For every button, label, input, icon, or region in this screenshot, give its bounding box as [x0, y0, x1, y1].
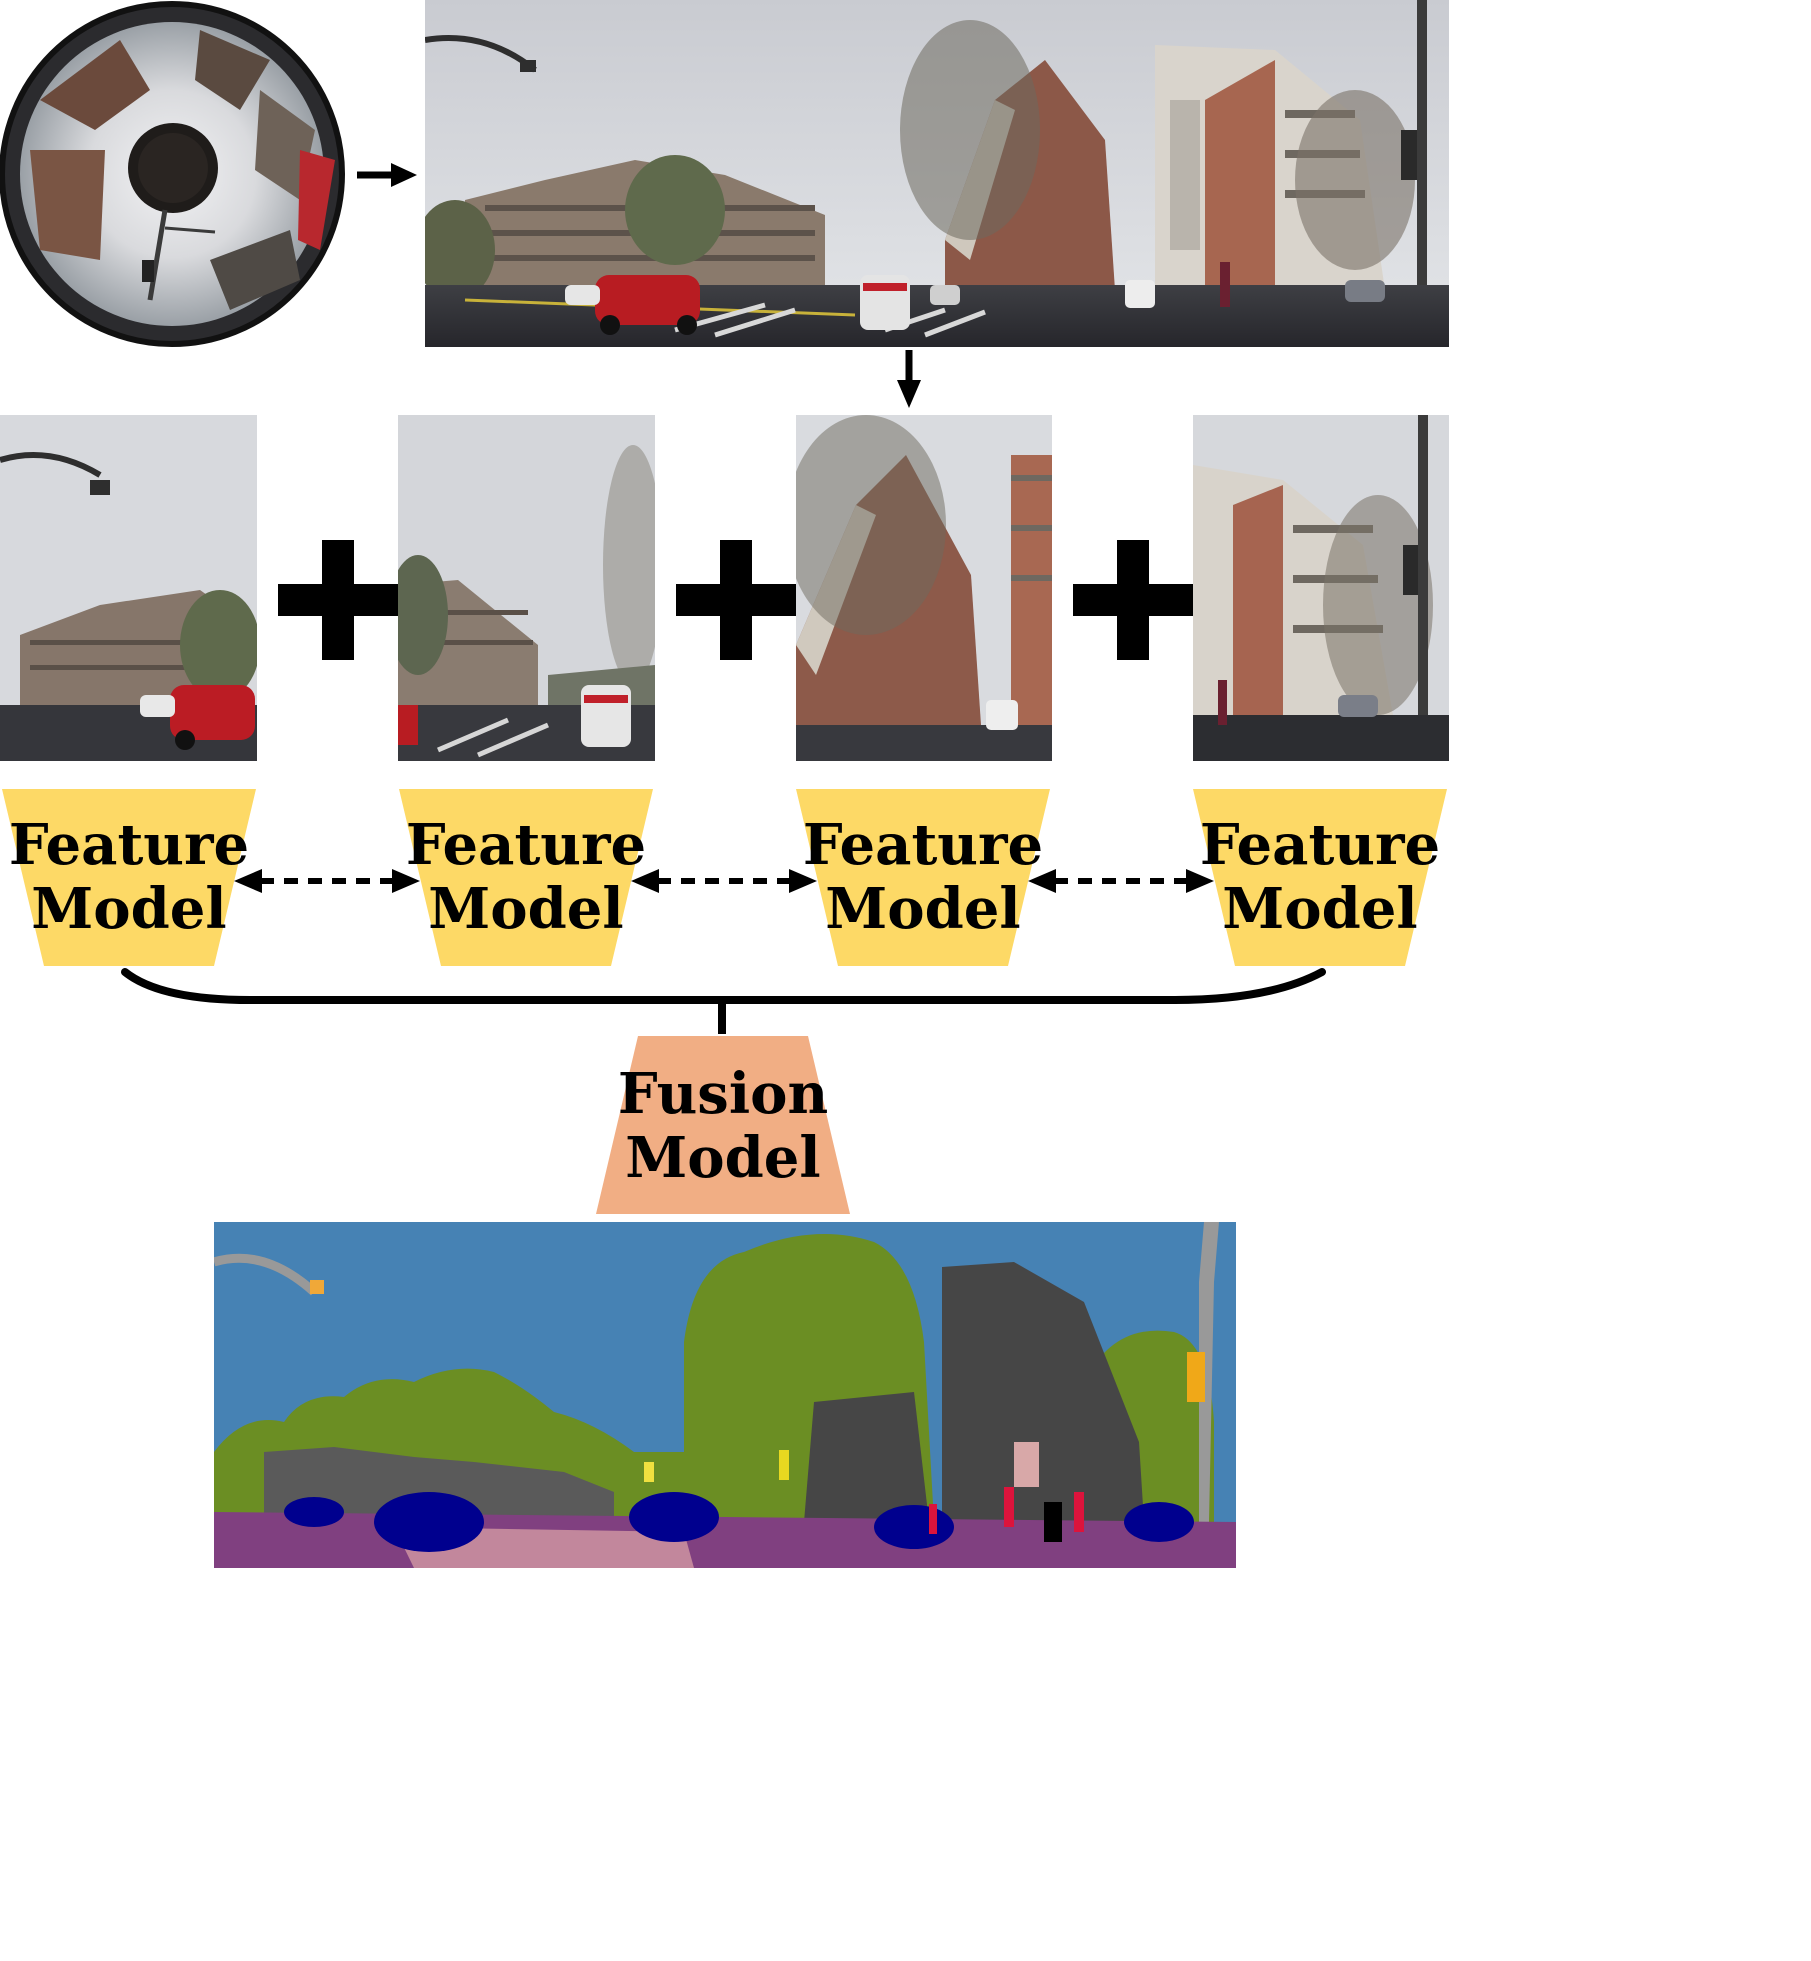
- feature-model-label-line2: Model: [825, 876, 1021, 942]
- fusion-model-label-line1: Fusion: [617, 1061, 829, 1127]
- dashed-double-arrow-icon-2: [631, 869, 817, 893]
- feature-model-label-line2: Model: [1222, 876, 1418, 942]
- feature-model-label-line1: Feature: [802, 812, 1044, 878]
- feature-model-box-2: Feature Model: [399, 789, 653, 966]
- merge-brace: [121, 968, 1326, 1034]
- dashed-double-arrow-icon-3: [1028, 869, 1214, 893]
- plus-icon-1: [278, 540, 398, 660]
- arrow-down-icon: [897, 350, 921, 408]
- feature-model-label-line2: Model: [31, 876, 227, 942]
- arrow-right-icon: [357, 163, 417, 187]
- segmentation-output: [214, 1222, 1236, 1568]
- plus-icon-3: [1073, 540, 1193, 660]
- feature-model-box-3: Feature Model: [796, 789, 1050, 966]
- panorama-image: [425, 0, 1449, 347]
- crop-image-1: [0, 415, 257, 761]
- crop-image-3: [796, 415, 1052, 761]
- feature-model-box-1: Feature Model: [2, 789, 256, 966]
- crop-image-2: [398, 415, 655, 761]
- dashed-double-arrow-icon-1: [234, 869, 420, 893]
- crop-image-4: [1193, 415, 1449, 761]
- feature-model-label-line1: Feature: [1199, 812, 1441, 878]
- feature-model-label-line2: Model: [428, 876, 624, 942]
- fisheye-image: [0, 0, 345, 348]
- feature-model-label-line1: Feature: [8, 812, 250, 878]
- feature-model-box-4: Feature Model: [1193, 789, 1447, 966]
- fusion-model-box: Fusion Model: [596, 1036, 850, 1214]
- feature-model-label-line1: Feature: [405, 812, 647, 878]
- fusion-model-label-line2: Model: [625, 1125, 821, 1191]
- plus-icon-2: [676, 540, 796, 660]
